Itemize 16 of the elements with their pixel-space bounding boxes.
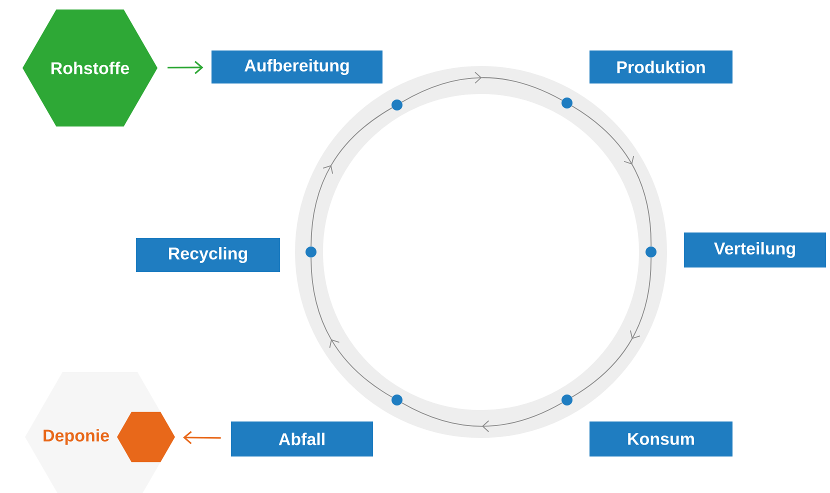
label-box: Abfall <box>231 422 373 456</box>
dot <box>392 394 402 406</box>
dot <box>646 246 656 258</box>
label-box: Recycling <box>136 238 280 272</box>
arrow <box>183 430 221 444</box>
dot <box>392 100 402 110</box>
dot <box>306 246 316 258</box>
hexagon-label: Deponie <box>44 429 109 445</box>
label-box: Aufbereitung <box>212 50 382 84</box>
arrow <box>168 60 204 74</box>
hexagon: Rohstoffe <box>22 10 158 126</box>
label-box: Produktion <box>590 50 732 84</box>
dot <box>562 394 572 406</box>
dot <box>562 98 572 108</box>
label-box: Verteilung <box>684 232 826 268</box>
label-box: Konsum <box>590 422 732 456</box>
